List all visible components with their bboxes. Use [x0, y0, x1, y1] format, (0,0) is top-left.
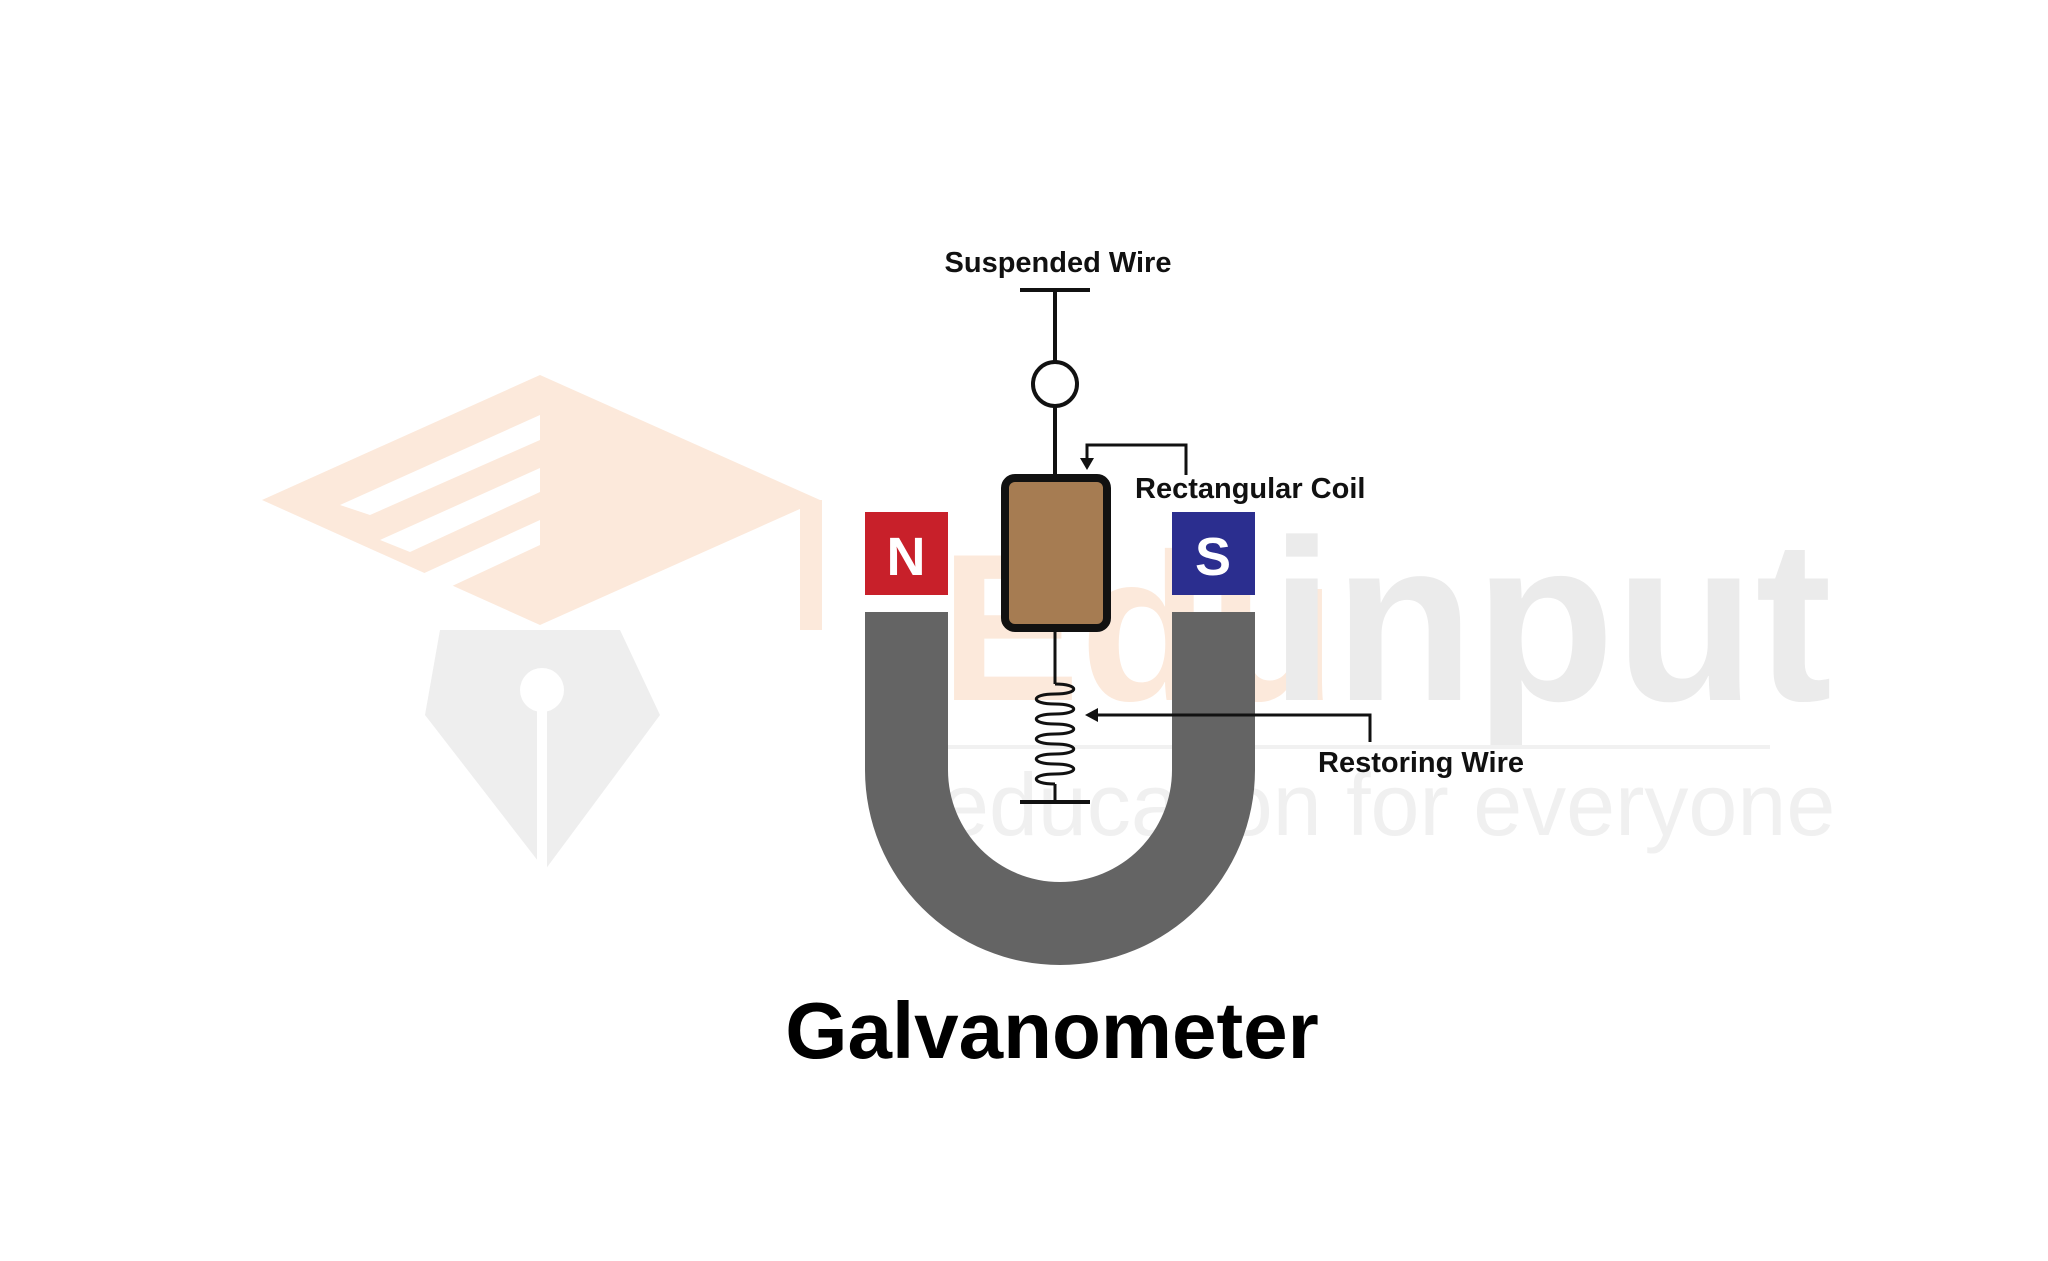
north-pole-block	[865, 512, 948, 595]
restoring-wire-callout-arrow	[1085, 708, 1372, 742]
rectangular-coil	[1001, 474, 1111, 632]
watermark-brand-suffix: input	[1270, 492, 1832, 749]
watermark-tagline: education for everyone	[940, 755, 1835, 854]
watermark-logo	[262, 375, 822, 870]
north-pole-label: N	[887, 527, 926, 587]
diagram-title: Galvanometer	[785, 986, 1319, 1075]
south-pole-label: S	[1195, 527, 1231, 587]
watermark-wordmark: Edu input education for everyone	[940, 492, 1835, 854]
rectangular-coil-label: Rectangular Coil	[1135, 473, 1365, 505]
suspended-wire	[1020, 288, 1090, 478]
restoring-wire-spring	[1020, 632, 1090, 804]
south-pole-block	[1172, 512, 1255, 595]
magnet-body	[865, 612, 1255, 965]
watermark-cap-icon	[262, 375, 820, 625]
suspended-wire-label: Suspended Wire	[945, 247, 1172, 279]
restoring-wire-label: Restoring Wire	[1318, 747, 1524, 779]
coil-callout-arrow	[1080, 443, 1188, 475]
suspension-pivot	[1031, 360, 1079, 408]
